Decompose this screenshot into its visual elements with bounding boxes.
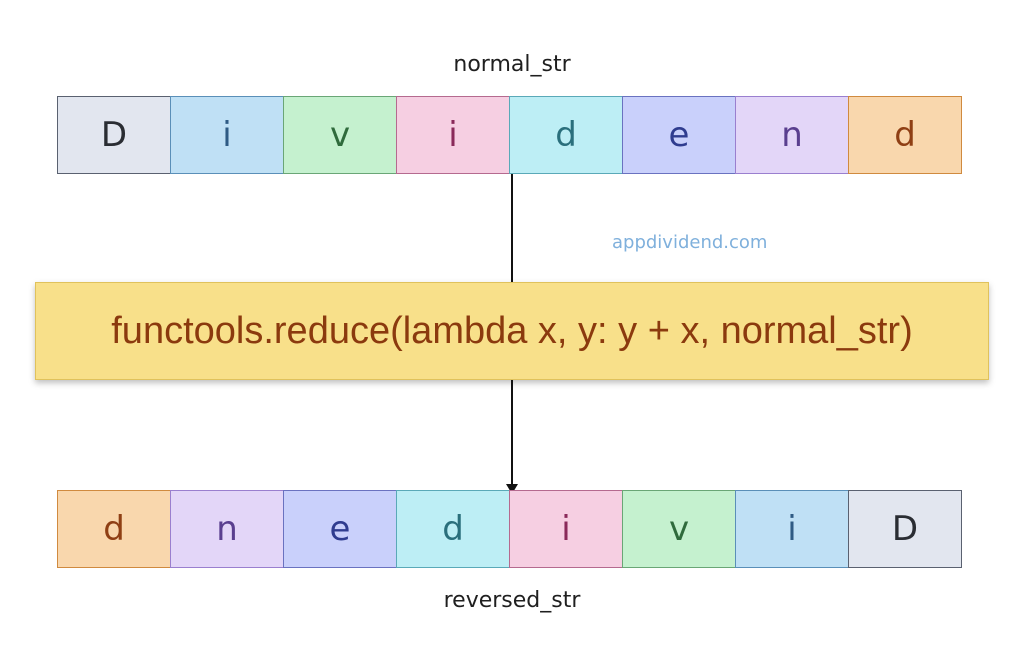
char-cell: e [283, 490, 397, 568]
arrow-line-top [511, 174, 513, 284]
char-cell: v [283, 96, 397, 174]
char-cell: d [509, 96, 623, 174]
char-cell: D [57, 96, 171, 174]
watermark-text: appdividend.com [612, 232, 768, 253]
char-cell: n [170, 490, 284, 568]
arrow-head-icon [506, 484, 518, 494]
char-cell: i [509, 490, 623, 568]
char-cell: d [848, 96, 962, 174]
char-cell: i [170, 96, 284, 174]
char-cell: v [622, 490, 736, 568]
char-cell: i [396, 96, 510, 174]
normal-str-array: D i v i d e n d [57, 96, 969, 174]
arrow-line-bottom [511, 380, 513, 484]
char-cell: i [735, 490, 849, 568]
char-cell: d [57, 490, 171, 568]
reversed-str-array: d n e d i v i D [57, 490, 969, 568]
normal-str-label: normal_str [453, 52, 571, 77]
reversed-str-label: reversed_str [443, 588, 581, 613]
char-cell: D [848, 490, 962, 568]
char-cell: d [396, 490, 510, 568]
function-call-text: functools.reduce(lambda x, y: y + x, nor… [111, 309, 913, 352]
char-cell: n [735, 96, 849, 174]
char-cell: e [622, 96, 736, 174]
function-call-box: functools.reduce(lambda x, y: y + x, nor… [35, 282, 989, 380]
